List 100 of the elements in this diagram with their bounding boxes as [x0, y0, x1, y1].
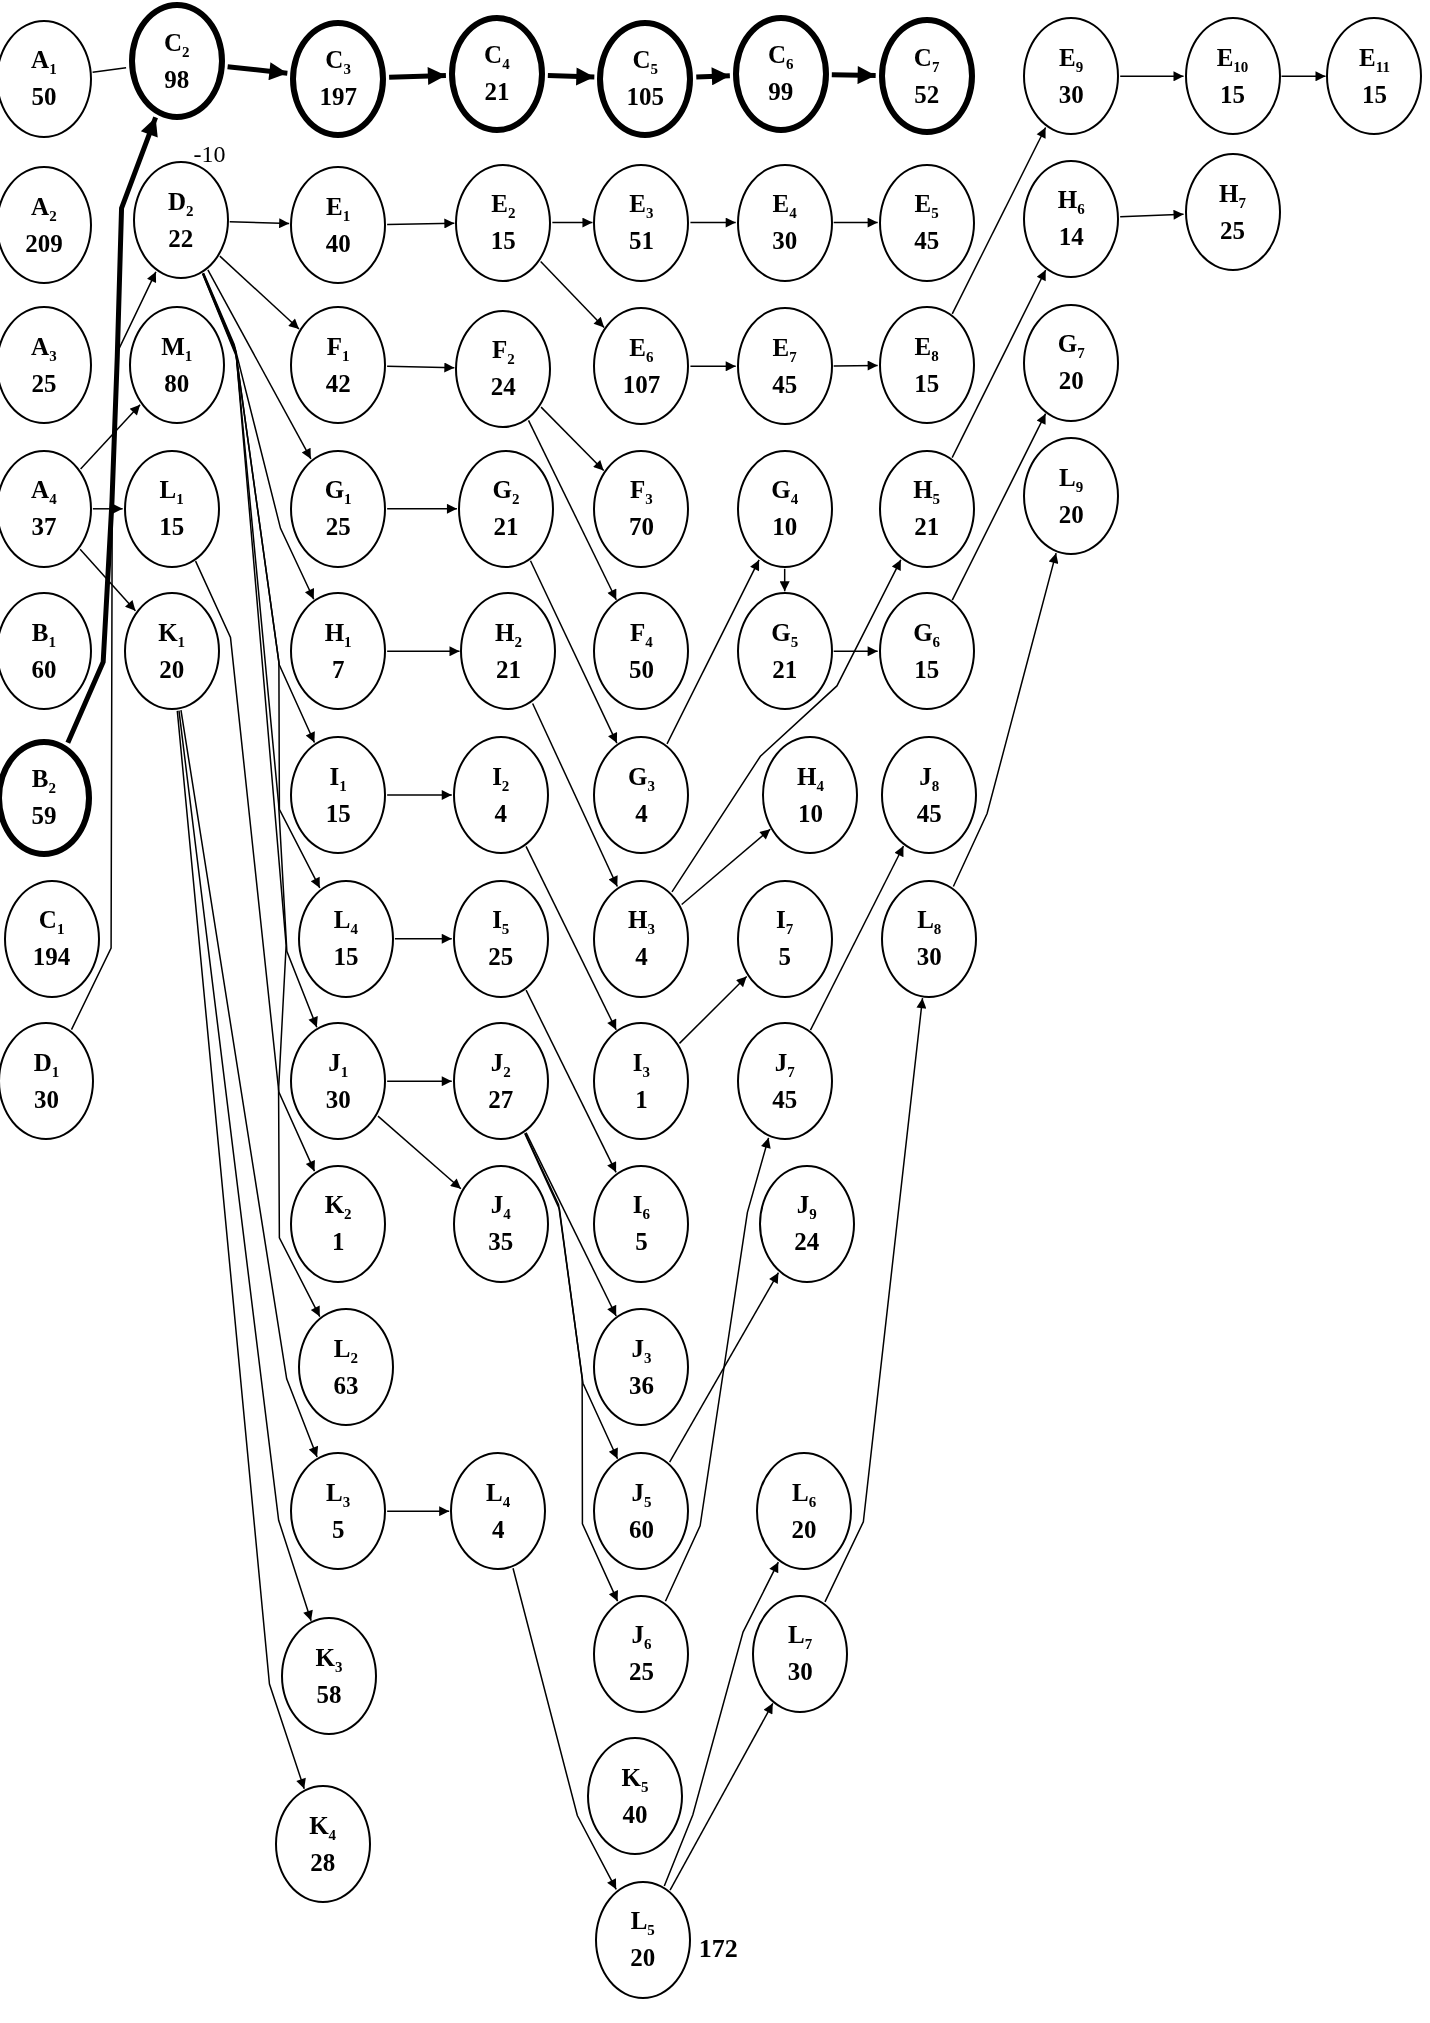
node-value: 5 — [331, 1515, 345, 1544]
node-value: 14 — [1058, 223, 1084, 252]
node-value: 21 — [914, 513, 940, 542]
node-name: G$_{3}$ — [627, 762, 655, 796]
node-value: 15 — [490, 227, 516, 256]
arrow — [671, 559, 902, 893]
node-value: 4 — [635, 799, 648, 828]
node-value: 1 — [635, 1085, 648, 1114]
node-name: C$_{6}$ — [768, 41, 794, 75]
node-name: G$_{4}$ — [771, 476, 799, 510]
node-value: 30 — [325, 1085, 351, 1114]
node-value: 50 — [628, 655, 654, 684]
node-name: E$_{9}$ — [1059, 43, 1084, 77]
node-name: E$_{10}$ — [1216, 43, 1249, 77]
node-name: E$_{8}$ — [914, 332, 939, 366]
arrow — [832, 646, 879, 657]
node-name: H$_{2}$ — [495, 618, 522, 652]
node-name: J$_{8}$ — [919, 762, 940, 796]
node-value: 63 — [333, 1371, 359, 1400]
node-value: 60 — [31, 655, 57, 684]
arrow — [386, 1506, 450, 1517]
node-name: K$_{2}$ — [324, 1191, 352, 1225]
node-name: J$_{6}$ — [631, 1621, 652, 1655]
node-name: H$_{7}$ — [1219, 179, 1246, 213]
node-name: M$_{1}$ — [161, 332, 193, 366]
node-name: G$_{7}$ — [1057, 330, 1085, 363]
node-name: L$_{9}$ — [1059, 463, 1084, 497]
node-value: 4 — [491, 1515, 505, 1544]
node-name: I$_{5}$ — [492, 906, 510, 940]
node-name: C$_{3}$ — [325, 46, 351, 80]
node-name: C$_{5}$ — [632, 46, 659, 80]
node-name: I$_{2}$ — [492, 762, 510, 796]
node-value: 20 — [159, 655, 185, 684]
node-value: 30 — [787, 1658, 813, 1687]
node-value: 5 — [778, 943, 791, 972]
node-value: 59 — [31, 802, 57, 831]
node-value: 25 — [325, 513, 351, 542]
arrow — [664, 1137, 771, 1603]
node-value: 99 — [768, 78, 794, 107]
node-value: 20 — [630, 1944, 656, 1973]
node-annotation: 172 — [698, 1933, 738, 1964]
arrow — [228, 218, 290, 229]
arrow — [832, 360, 879, 371]
arrow — [689, 361, 737, 372]
node-name: H$_{3}$ — [627, 906, 655, 940]
arrow — [525, 845, 617, 1031]
thick-arrow — [227, 62, 288, 81]
node-name: J$_{1}$ — [328, 1048, 349, 1082]
node-value: 107 — [622, 370, 661, 399]
arrow — [524, 1132, 619, 1460]
arrow — [219, 255, 300, 330]
node-value: 7 — [331, 655, 345, 684]
node-name: E$_{3}$ — [629, 190, 654, 224]
arrow — [512, 1567, 617, 1891]
node-value: 105 — [626, 83, 665, 112]
arrow — [202, 272, 316, 744]
arrow — [779, 568, 790, 592]
node-name: I$_{1}$ — [329, 762, 347, 796]
node-value: 60 — [628, 1515, 654, 1544]
node-value: 21 — [493, 513, 519, 542]
node-value: 24 — [490, 373, 516, 402]
node-name: G$_{1}$ — [324, 476, 352, 510]
node-value: 4 — [635, 943, 648, 972]
node-name: A$_{1}$ — [31, 46, 57, 80]
node-value: 27 — [488, 1085, 514, 1114]
node-value: 45 — [916, 799, 942, 828]
node-value: 5 — [635, 1228, 648, 1257]
node-value: 20 — [791, 1515, 817, 1544]
arrow — [176, 710, 306, 1790]
node-value: 25 — [1220, 216, 1245, 245]
arrow — [394, 933, 453, 944]
arrow — [79, 404, 141, 470]
arrow — [386, 503, 458, 514]
node-value: 30 — [33, 1085, 59, 1114]
arrow — [1119, 209, 1185, 220]
node-value: 194 — [32, 943, 71, 972]
node-name: F$_{2}$ — [491, 336, 515, 370]
arrow — [70, 271, 157, 1031]
node-value: 51 — [628, 227, 654, 256]
node-value: 30 — [916, 943, 942, 972]
arrow — [832, 217, 879, 228]
arrow — [824, 997, 927, 1603]
node-name: K$_{3}$ — [315, 1644, 343, 1677]
node-value: 35 — [488, 1228, 514, 1257]
node-value: 10 — [772, 513, 798, 542]
node-name: B$_{2}$ — [31, 765, 56, 799]
node-ellipse — [128, 306, 225, 425]
node-name: J$_{7}$ — [774, 1048, 795, 1082]
node-value: 28 — [310, 1848, 336, 1877]
arrow — [178, 709, 313, 1622]
node-value: 45 — [772, 1085, 798, 1114]
node-name: A$_{3}$ — [31, 332, 57, 366]
node-value: 42 — [325, 369, 351, 398]
node-name: E$_{4}$ — [772, 190, 797, 224]
node-name: K$_{4}$ — [309, 1811, 337, 1845]
connector-line — [91, 67, 127, 74]
node-value: 197 — [319, 83, 357, 112]
arrow — [669, 1702, 774, 1891]
node-value: 50 — [31, 83, 57, 112]
node-value: 4 — [494, 799, 507, 828]
